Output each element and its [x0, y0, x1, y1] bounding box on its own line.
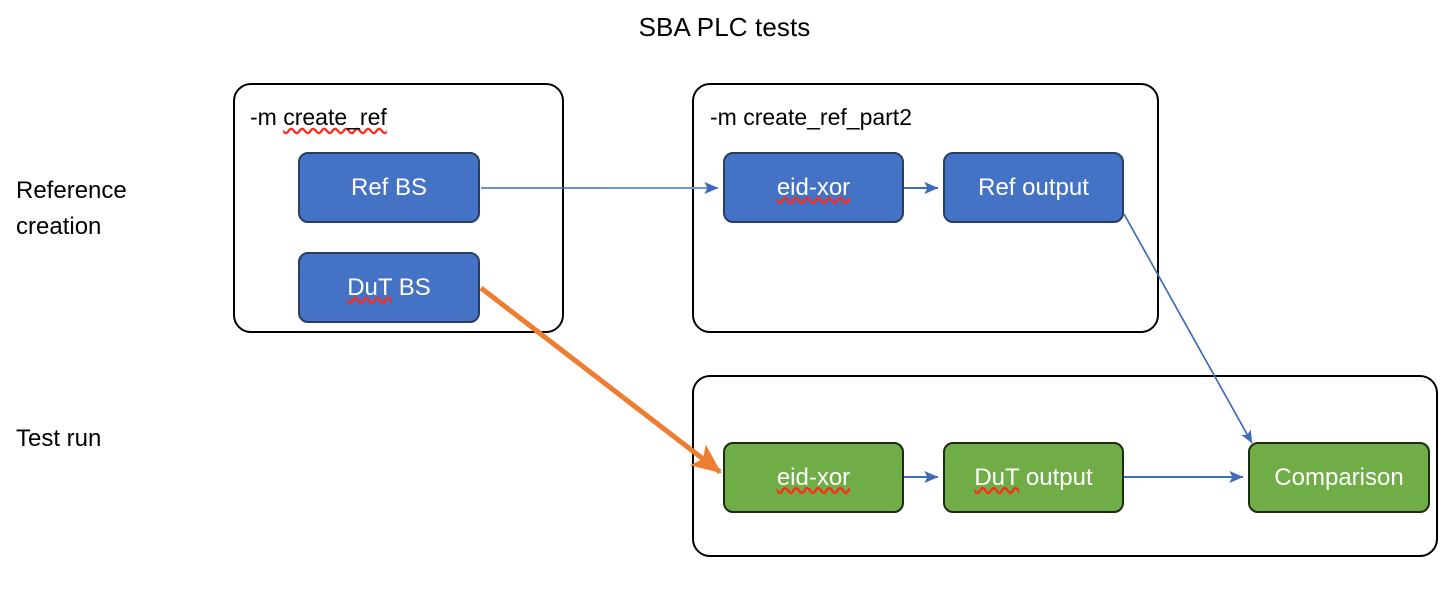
node-label-rest: output	[1019, 463, 1093, 491]
node-label: DuT output	[974, 464, 1092, 492]
group-label-create-ref: -m create_ref	[250, 103, 387, 131]
node-ref-bs[interactable]: Ref BS	[298, 152, 480, 223]
group-label-module: create_ref	[283, 104, 387, 130]
group-label-module: create_ref_part2	[743, 104, 912, 130]
group-create-ref-part2	[692, 83, 1159, 333]
group-label-prefix: -m	[710, 104, 744, 130]
node-label: Ref output	[978, 173, 1089, 201]
node-dut-bs[interactable]: DuT BS	[298, 252, 480, 323]
row-label-test-run: Test run	[16, 425, 102, 452]
node-label: Ref BS	[350, 173, 428, 201]
node-label: DuT BS	[347, 274, 431, 302]
node-eid-xor-test[interactable]: eid-xor	[723, 442, 904, 513]
node-label: eid-xor	[776, 173, 851, 201]
node-label-misspelled: DuT	[974, 463, 1020, 491]
node-label: Comparison	[1274, 463, 1404, 491]
page-title: SBA PLC tests	[638, 12, 811, 42]
node-dut-output[interactable]: DuT output	[943, 442, 1124, 513]
node-label-misspelled: DuT	[347, 273, 393, 301]
group-label-prefix: -m	[250, 104, 284, 130]
group-label-create-ref-part2: -m create_ref_part2	[710, 103, 912, 131]
group-create-ref	[233, 83, 564, 333]
node-comparison[interactable]: Comparison	[1248, 442, 1430, 513]
node-label: eid-xor	[776, 463, 851, 491]
node-ref-output[interactable]: Ref output	[943, 152, 1124, 223]
node-eid-xor-reference[interactable]: eid-xor	[723, 152, 904, 223]
node-label-rest: BS	[392, 273, 431, 301]
row-label-reference-creation: Reference creation	[16, 177, 127, 240]
